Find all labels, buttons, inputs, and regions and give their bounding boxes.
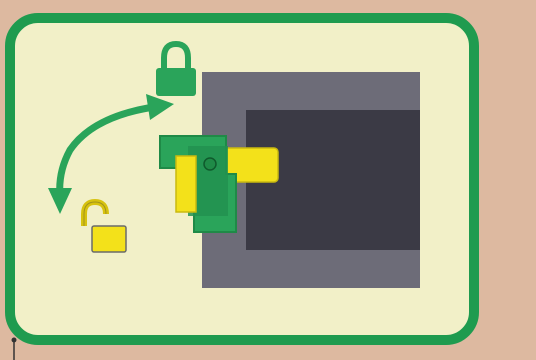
pin [12,338,17,343]
latch-pivot [204,158,216,170]
latch-lever [176,156,196,212]
